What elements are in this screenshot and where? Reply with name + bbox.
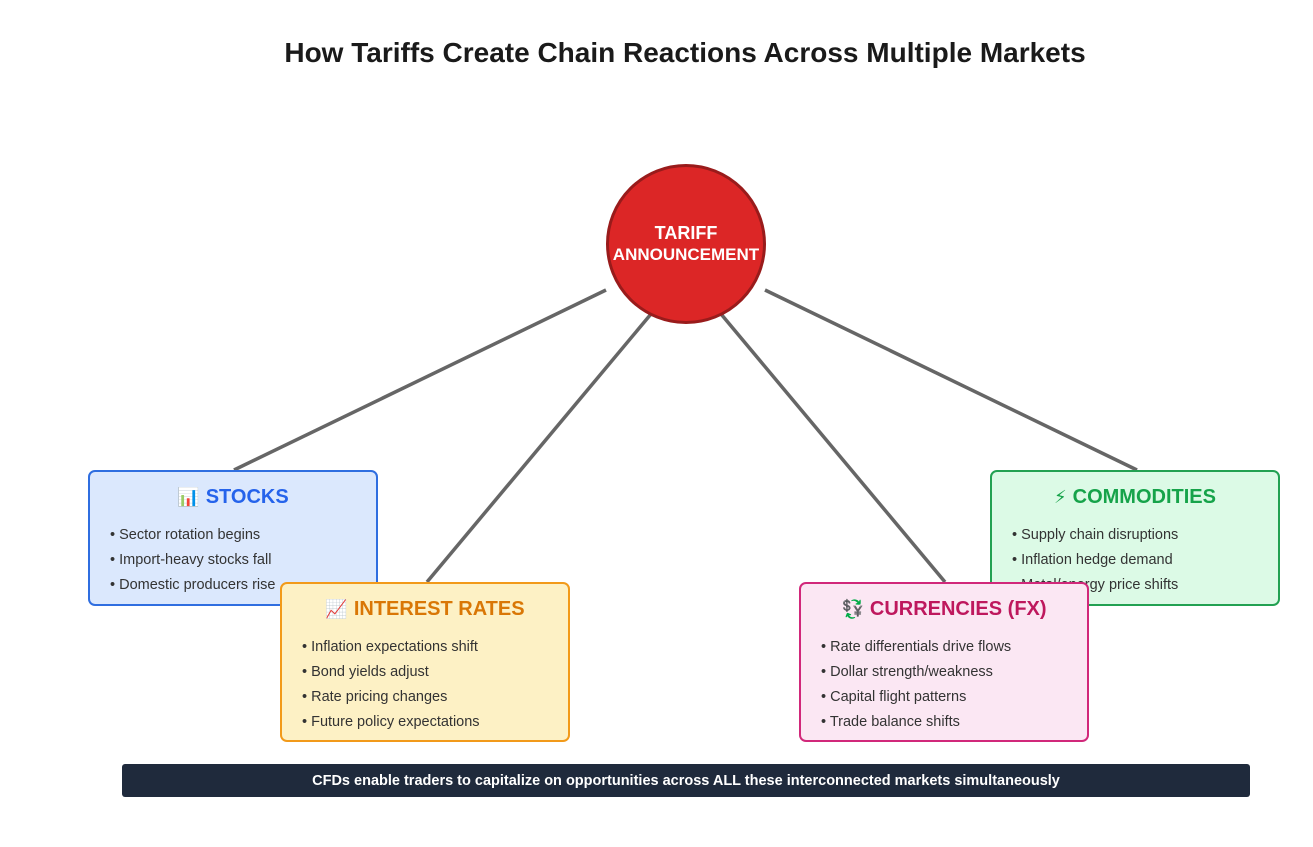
connector-fx (719, 312, 947, 584)
currencies-label: CURRENCIES (FX) (869, 598, 1047, 620)
currency-exchange-icon: 💱 (841, 599, 864, 619)
list-item: Inflation hedge demand (1012, 548, 1278, 573)
currencies-box: 💱CURRENCIES (FX) Rate differentials driv… (799, 582, 1089, 742)
cfd-banner: CFDs enable traders to capitalize on opp… (122, 764, 1250, 797)
stocks-label: STOCKS (205, 486, 289, 508)
connector-rates (425, 312, 653, 584)
connector-commodities (764, 288, 1138, 472)
list-item: Sector rotation begins (110, 523, 376, 548)
currencies-list: Rate differentials drive flows Dollar st… (801, 635, 1087, 735)
interest-rates-list: Inflation expectations shift Bond yields… (282, 635, 568, 735)
commodities-heading: ⚡COMMODITIES (992, 486, 1278, 509)
list-item: Inflation expectations shift (302, 635, 568, 660)
list-item: Bond yields adjust (302, 660, 568, 685)
lightning-icon: ⚡ (1054, 487, 1067, 507)
list-item: Rate differentials drive flows (821, 635, 1087, 660)
connector-stocks (233, 288, 607, 472)
commodities-list: Supply chain disruptions Inflation hedge… (992, 523, 1278, 598)
stocks-list: Sector rotation begins Import-heavy stoc… (90, 523, 376, 598)
commodities-label: COMMODITIES (1072, 486, 1216, 508)
trend-chart-icon: 📈 (325, 599, 348, 619)
list-item: Rate pricing changes (302, 685, 568, 710)
bar-chart-icon: 📊 (177, 487, 200, 507)
list-item: Supply chain disruptions (1012, 523, 1278, 548)
list-item: Import-heavy stocks fall (110, 548, 376, 573)
currencies-heading: 💱CURRENCIES (FX) (801, 598, 1087, 621)
center-line-1: TARIFF (654, 223, 718, 243)
diagram-title: How Tariffs Create Chain Reactions Acros… (284, 37, 1086, 68)
stocks-heading: 📊STOCKS (90, 486, 376, 509)
stocks-box: 📊STOCKS Sector rotation begins Import-he… (88, 470, 378, 606)
interest-rates-heading: 📈INTEREST RATES (282, 598, 568, 621)
list-item: Capital flight patterns (821, 685, 1087, 710)
list-item: Trade balance shifts (821, 710, 1087, 735)
list-item: Future policy expectations (302, 710, 568, 735)
list-item: Domestic producers rise (110, 573, 376, 598)
interest-rates-label: INTEREST RATES (353, 598, 525, 620)
banner-text: CFDs enable traders to capitalize on opp… (312, 772, 1060, 789)
interest-rates-box: 📈INTEREST RATES Inflation expectations s… (280, 582, 570, 742)
center-line-2: ANNOUNCEMENT (612, 245, 760, 264)
tariff-announcement-node: TARIFF ANNOUNCEMENT (606, 164, 766, 324)
list-item: Dollar strength/weakness (821, 660, 1087, 685)
